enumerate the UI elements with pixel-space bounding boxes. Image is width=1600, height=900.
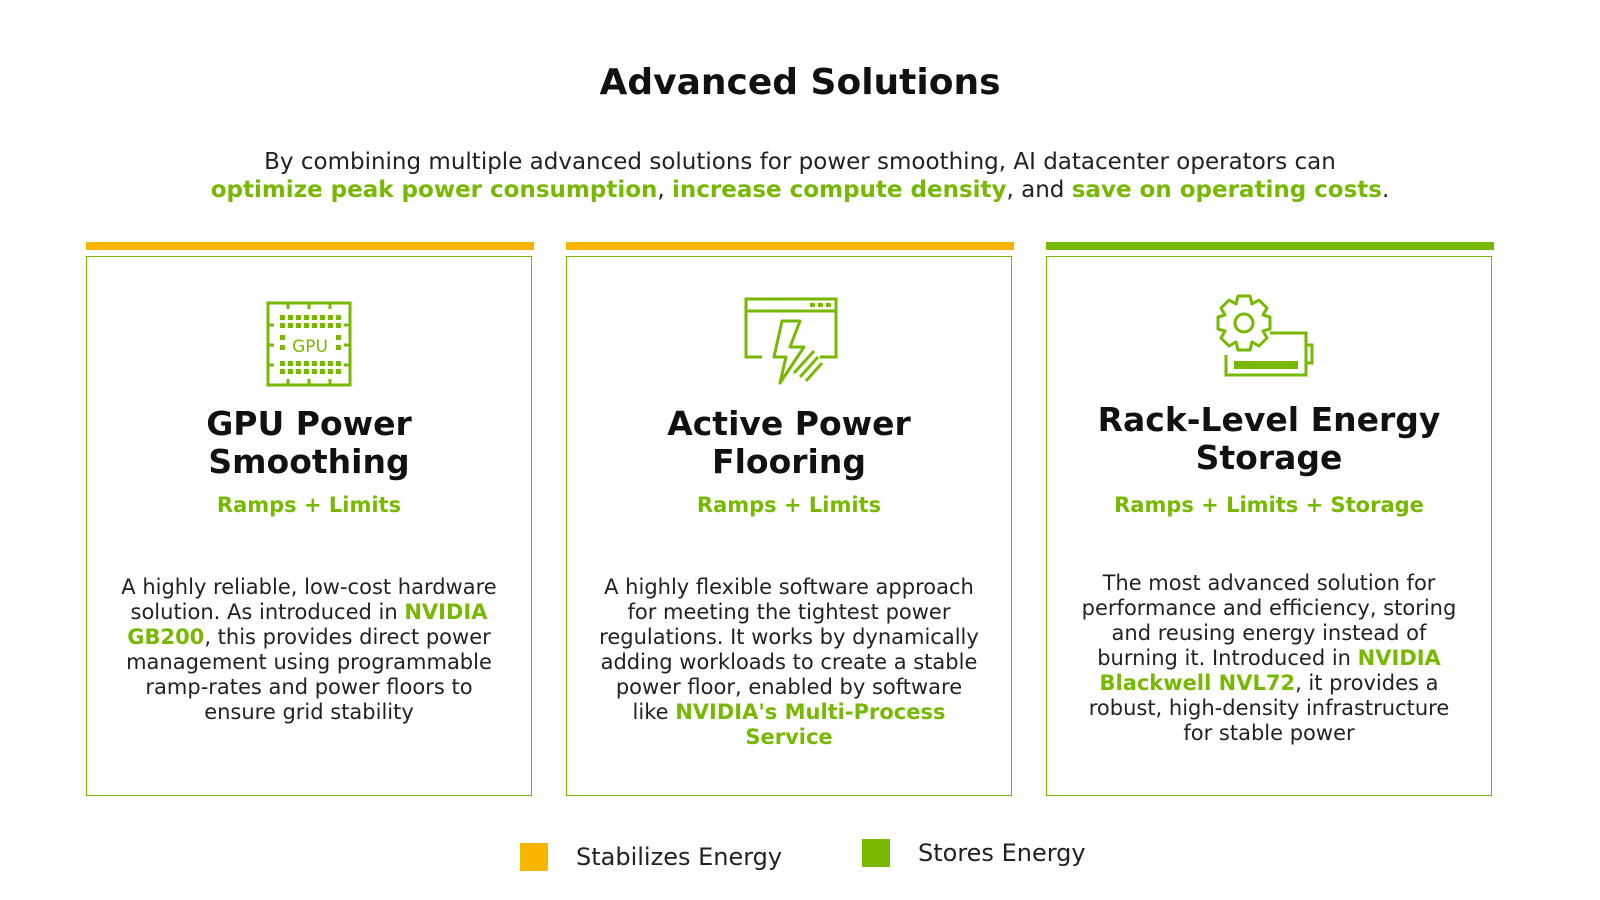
card-title-line1: GPU Power (206, 404, 412, 443)
intro-text-1: By combining multiple advanced solutions… (264, 149, 1336, 175)
category-bar-rack-level-energy-storage (1046, 242, 1494, 250)
category-bar-gpu-power-smoothing (86, 242, 534, 250)
card-title: GPU Power Smoothing (107, 405, 511, 481)
card-description: A highly flexible software approach for … (595, 575, 983, 750)
solution-card-active-power-flooring: Active Power Flooring Ramps + Limits A h… (566, 256, 1012, 796)
legend-item-stabilizes-energy: Stabilizes Energy (520, 840, 782, 874)
intro-text: By combining multiple advanced solutions… (150, 148, 1450, 204)
gpu-chip-label: GPU (292, 337, 328, 357)
card-description-highlight: NVIDIA GB200 (127, 600, 488, 649)
card-description-highlight: NVIDIA Blackwell NVL72 (1099, 646, 1441, 695)
intro-highlight-operating-costs: save on operating costs (1071, 177, 1382, 203)
intro-text-2: , (657, 177, 673, 203)
card-description-text-2: , this provides direct power management … (126, 625, 492, 724)
card-title: Active Power Flooring (587, 405, 991, 481)
legend-item-stores-energy: Stores Energy (862, 836, 1086, 870)
legend-swatch-stabilizes (520, 843, 548, 871)
intro-highlight-peak-power: optimize peak power consumption (210, 177, 658, 203)
card-description-text-2: , it provides a robust, high-density inf… (1088, 671, 1450, 745)
card-title: Rack-Level Energy Storage (1067, 401, 1471, 477)
card-title-line2: Storage (1195, 438, 1343, 477)
card-description: The most advanced solution for performan… (1075, 571, 1463, 746)
card-title-line1: Rack-Level Energy (1097, 400, 1441, 439)
page-title: Advanced Solutions (599, 62, 1001, 103)
card-description-highlight: NVIDIA's Multi-Process Service (675, 700, 946, 749)
card-description-text-1: A highly reliable, low-cost hardware sol… (121, 575, 497, 624)
card-title-line2: Smoothing (208, 442, 410, 481)
solution-card-rack-level-energy-storage: Rack-Level Energy Storage Ramps + Limits… (1046, 256, 1492, 796)
software-lightning-icon (744, 297, 838, 385)
intro-text-3: , and (1006, 177, 1072, 203)
card-title-line2: Flooring (712, 442, 866, 481)
legend-swatch-stores (862, 839, 890, 867)
gear-battery-icon (1216, 294, 1314, 377)
card-subtitle: Ramps + Limits (696, 493, 882, 517)
legend-label: Stores Energy (918, 839, 1086, 867)
solution-card-gpu-power-smoothing: GPU GPU Power Smoothing Ramps + Limits A… (86, 256, 532, 796)
card-description-text-1: The most advanced solution for performan… (1081, 571, 1457, 670)
card-subtitle: Ramps + Limits (216, 493, 402, 517)
gpu-chip-icon: GPU (266, 301, 352, 387)
card-subtitle: Ramps + Limits + Storage (1114, 493, 1424, 517)
intro-text-4: . (1382, 177, 1390, 203)
category-bar-active-power-flooring (566, 242, 1014, 250)
legend-label: Stabilizes Energy (576, 843, 783, 871)
card-title-line1: Active Power (667, 404, 911, 443)
card-description: A highly reliable, low-cost hardware sol… (115, 575, 503, 725)
card-description-text-1: A highly flexible software approach for … (599, 575, 979, 724)
intro-highlight-compute-density: increase compute density (672, 177, 1007, 203)
